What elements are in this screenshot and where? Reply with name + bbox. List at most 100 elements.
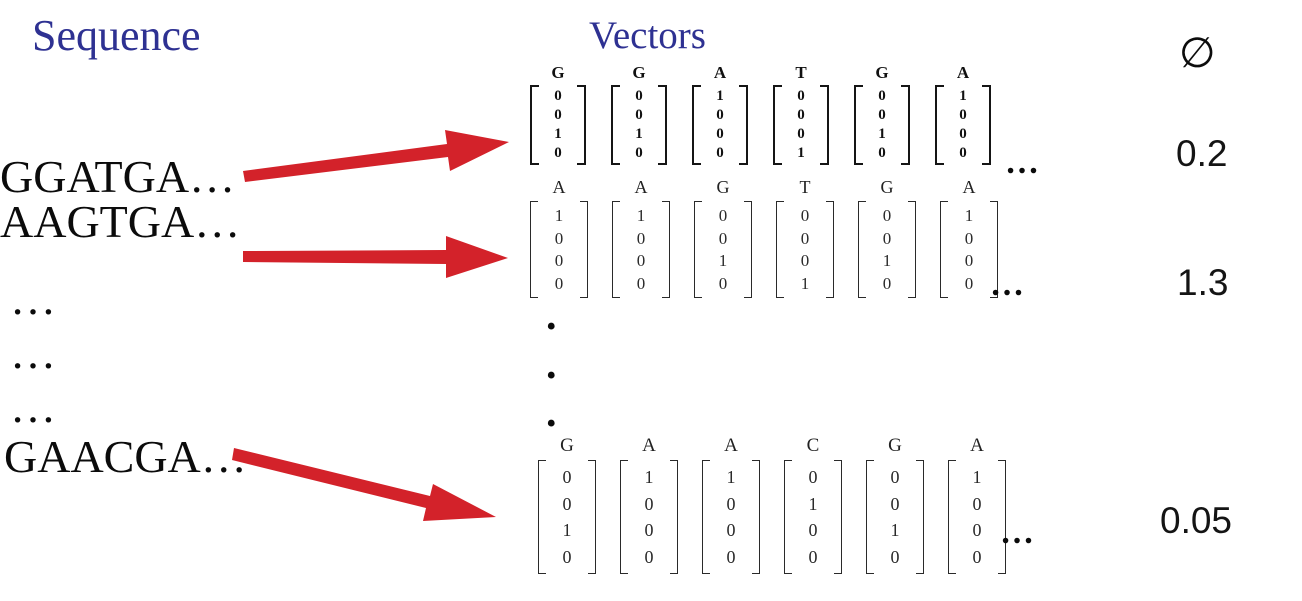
vector-value: 0: [635, 107, 643, 123]
vector-value: 1: [554, 126, 562, 142]
vertical-ellipsis-dot: .: [546, 390, 557, 436]
vector-value: 0: [726, 493, 736, 514]
nucleotide-letter: A: [724, 435, 738, 456]
vector-value: 0: [878, 88, 886, 104]
vector-value: 1: [716, 88, 724, 104]
vector-value: 1: [882, 251, 892, 271]
vector-value: 0: [964, 251, 974, 271]
vector-value: 0: [636, 274, 646, 294]
nucleotide-letter: A: [962, 177, 976, 197]
left-bracket: [692, 85, 701, 165]
vector-value: 0: [554, 274, 564, 294]
vertical-ellipsis-dot: .: [546, 293, 557, 339]
vector-value: 0: [716, 145, 724, 161]
onehot-vector: A 1 0 0 0: [692, 64, 748, 165]
right-bracket: [670, 460, 678, 574]
bracket-matrix: 1 0 0 0: [692, 85, 748, 165]
bracket-matrix: 0 0 1 0: [530, 85, 586, 165]
left-bracket: [935, 85, 944, 165]
vector-values: 0 0 1 0: [539, 85, 577, 165]
left-bracket: [776, 201, 784, 298]
left-bracket: [611, 85, 620, 165]
phi-value-1: 0.2: [1176, 133, 1228, 174]
vector-value: 0: [890, 546, 900, 567]
right-bracket: [990, 201, 998, 298]
nucleotide-letter: T: [795, 63, 807, 82]
vector-value: 0: [636, 228, 646, 248]
row-ellipsis-1: …: [1005, 144, 1039, 181]
sequence-item-1: GGATGA…: [0, 151, 236, 202]
left-bracket: [694, 201, 702, 298]
sequence-ellipsis-2: …: [10, 327, 56, 378]
nucleotide-letter: A: [634, 177, 648, 197]
vector-value: 0: [882, 205, 892, 225]
left-bracket: [620, 460, 628, 574]
vector-value: 0: [554, 107, 562, 123]
vector-value: 1: [959, 88, 967, 104]
vector-value: 0: [636, 251, 646, 271]
onehot-vector: G 0 0 1 0: [530, 64, 586, 165]
vector-value: 1: [972, 467, 982, 488]
vector-value: 0: [716, 107, 724, 123]
nucleotide-letter: G: [551, 63, 565, 82]
vector-value: 0: [959, 107, 967, 123]
sequence-ellipsis-1: …: [10, 273, 56, 324]
phi-column-header: ∅: [1179, 28, 1216, 77]
nucleotide-letter: T: [799, 177, 811, 197]
vector-value: 1: [554, 205, 564, 225]
right-bracket: [820, 85, 829, 165]
vector-value: 1: [644, 467, 654, 488]
vector-value: 0: [726, 546, 736, 567]
nucleotide-letter: C: [806, 435, 820, 456]
vector-value: 0: [554, 145, 562, 161]
vector-value: 1: [964, 205, 974, 225]
vector-values: 1 0 0 0: [701, 85, 739, 165]
nucleotide-letter: A: [956, 63, 970, 82]
nucleotide-letter: A: [713, 63, 727, 82]
vector-value: 0: [716, 126, 724, 142]
vector-value: 0: [554, 88, 562, 104]
left-bracket: [773, 85, 782, 165]
row-ellipsis-2: …: [990, 266, 1024, 303]
vector-value: 0: [644, 520, 654, 541]
vector-value: 0: [890, 493, 900, 514]
vector-value: 0: [635, 88, 643, 104]
right-bracket: [577, 85, 586, 165]
right-bracket: [580, 201, 588, 298]
mapping-arrow-3: [232, 448, 496, 521]
sequence-item-3: GAACGA…: [4, 431, 247, 482]
vector-value: 0: [959, 145, 967, 161]
right-bracket: [752, 460, 760, 574]
vector-value: 0: [808, 520, 818, 541]
vector-value: 0: [890, 467, 900, 488]
right-bracket: [662, 201, 670, 298]
right-bracket: [908, 201, 916, 298]
left-bracket: [538, 460, 546, 574]
